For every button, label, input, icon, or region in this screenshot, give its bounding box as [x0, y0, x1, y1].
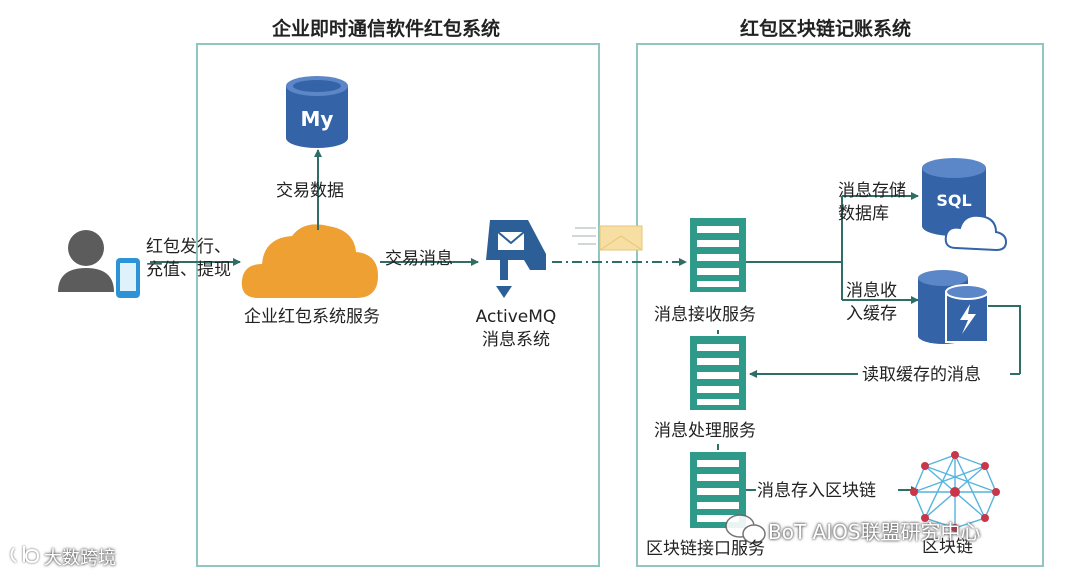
cache-database-icon — [918, 270, 989, 344]
mysql-icon-label: My — [301, 107, 334, 131]
label-blockchain: 区块链 — [922, 537, 973, 557]
watermark-left: 大数跨境 — [44, 548, 116, 569]
sql-icon-label: SQL — [936, 191, 971, 210]
phone-icon — [116, 258, 140, 298]
label-store-to-blockchain: 消息存入区块链 — [757, 481, 876, 501]
watermark-right: BoT AIOS联盟研究中心 — [768, 520, 981, 544]
label-activemq: ActiveMQ 消息系统 — [460, 306, 572, 352]
label-trade-data: 交易数据 — [276, 181, 344, 201]
left-panel-title: 企业即时通信软件红包系统 — [272, 18, 501, 40]
label-msg-cache: 消息收 入缓存 — [846, 280, 897, 326]
label-activemq-text: ActiveMQ 消息系统 — [475, 307, 557, 350]
label-msg-receive-service: 消息接收服务 — [654, 305, 756, 325]
left-panel — [196, 43, 600, 567]
label-msg-cache-text: 消息收 入缓存 — [846, 281, 897, 324]
label-msg-store-db: 消息存储 数据库 — [838, 180, 906, 226]
cloud-service-icon — [241, 224, 378, 298]
label-user-actions: 红包发行、 充值、提现 — [146, 236, 231, 282]
right-panel-title: 红包区块链记账系统 — [740, 18, 912, 40]
activemq-icon — [486, 220, 546, 298]
receive-server-icon — [690, 218, 746, 292]
watermark-logo-icon — [10, 546, 40, 564]
label-user-actions-text: 红包发行、 充值、提现 — [146, 237, 231, 280]
label-read-cache: 读取缓存的消息 — [862, 365, 981, 385]
label-msg-store-db-text: 消息存储 数据库 — [838, 181, 906, 224]
process-server-icon — [690, 336, 746, 410]
label-msg-process-service: 消息处理服务 — [654, 421, 756, 441]
right-panel — [636, 43, 1044, 567]
label-blockchain-interface: 区块链接口服务 — [646, 539, 765, 559]
lightning-icon — [960, 304, 976, 334]
sql-database-icon: SQL — [922, 158, 1008, 252]
envelope-icon — [572, 225, 643, 251]
mysql-database-icon: My — [286, 76, 348, 148]
label-enterprise-service: 企业红包系统服务 — [244, 307, 380, 327]
label-trade-message: 交易消息 — [385, 249, 453, 269]
blockchain-network-icon — [910, 451, 1000, 532]
user-icon — [58, 230, 114, 292]
wechat-icon — [725, 514, 766, 544]
